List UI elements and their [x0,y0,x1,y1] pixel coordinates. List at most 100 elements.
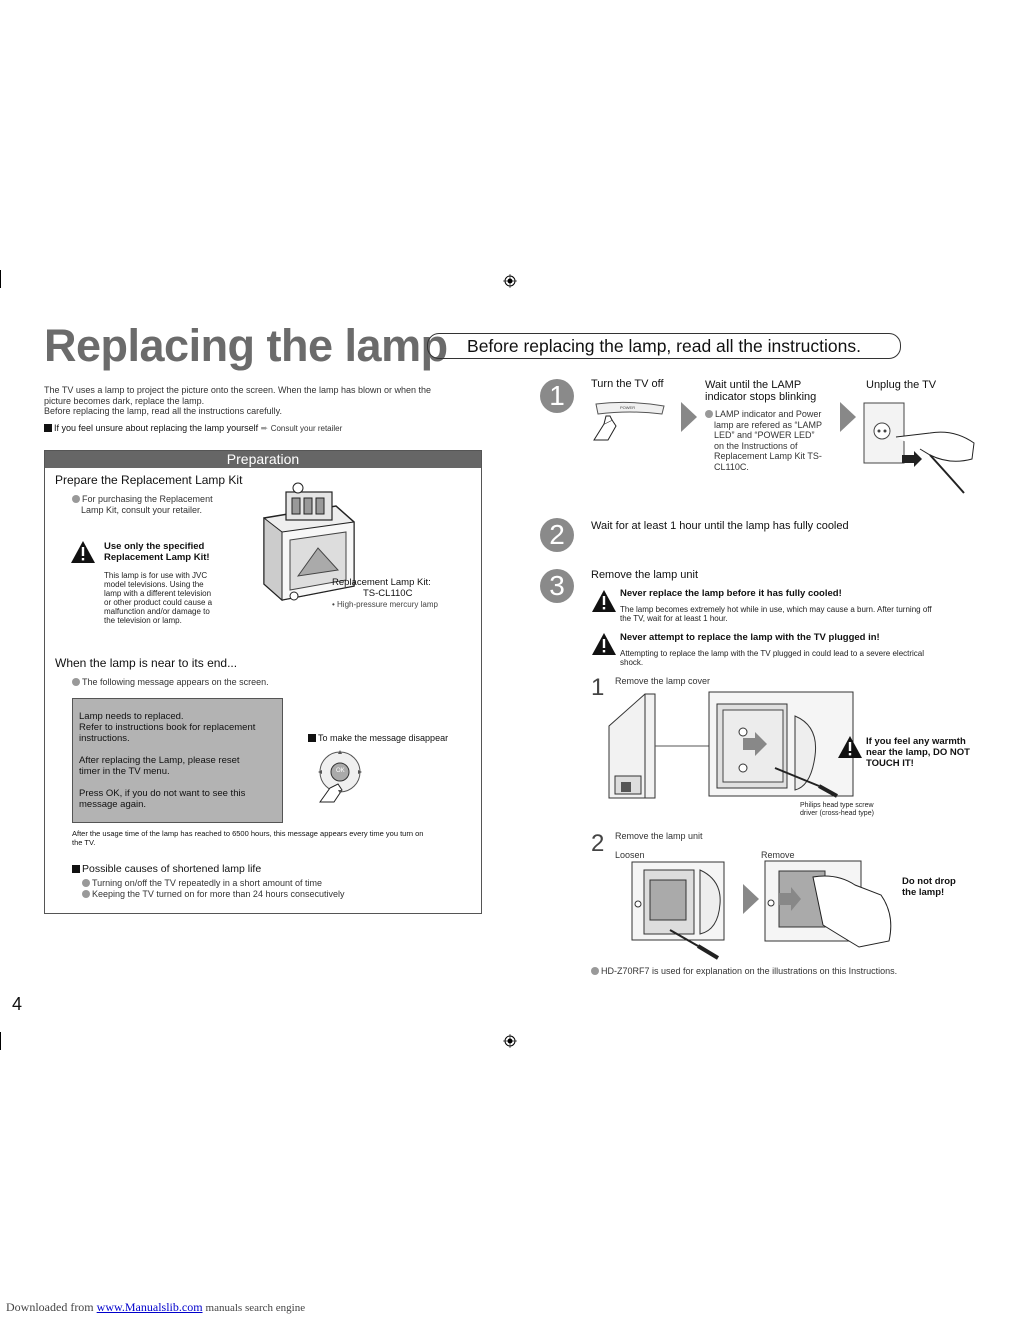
kit-warning-line: lamp with a different television [104,589,212,598]
crop-mark-left-top [0,270,1,288]
message-line-1: Lamp needs to replaced. [79,711,184,722]
step-1a-text: Turn the TV off [591,378,664,390]
list-item: Turning on/off the TV repeatedly in a sh… [82,878,345,889]
message-line-2: Refer to instructions book for replaceme… [79,722,256,733]
kit-warning-line: malfunction and/or damage to [104,607,210,616]
lamp-kit-illustration [246,478,358,613]
model-footnote-text: HD-Z70RF7 is used for explanation on the… [601,966,898,976]
footer-tail: manuals search engine [205,1302,306,1314]
loosen-illustration [630,860,726,965]
warning-1-line-2: the TV, wait for at least 1 hour. [620,614,728,623]
disappear-text: To make the message disappear [318,733,449,743]
substep-1-text: Remove the lamp cover [615,676,711,686]
model-footnote: HD-Z70RF7 is used for explanation on the… [591,966,897,977]
unsure-text: If you feel unsure about replacing the l… [54,423,259,433]
kit-note: For purchasing the Replacement Lamp Kit,… [72,494,213,515]
arrow-icon: ➨ [260,423,269,433]
causes-list: Turning on/off the TV repeatedly in a sh… [82,878,345,899]
step-2-badge: 2 [540,518,574,552]
preparation-box: Preparation [44,450,482,914]
intro-line-2: picture becomes dark, replace the lamp. [44,395,205,406]
message-line-5: timer in the TV menu. [79,766,170,777]
step-arrow-1 [681,402,697,437]
registration-mark-top [503,274,517,293]
usage-note-1: After the usage time of the lamp has rea… [72,829,424,838]
substep-2-text: Remove the lamp unit [615,831,703,841]
intro-line-3: Before replacing the lamp, read all the … [44,406,282,416]
power-button-illustration [590,398,670,453]
step-1-badge: 1 [540,379,574,413]
kit-note-1: For purchasing the Replacement [82,494,213,504]
warmth-line-2: near the lamp, DO NOT [866,747,970,758]
note-line: LED” and “POWER LED” [714,430,815,440]
screwdriver-line-2: driver (cross-head type) [800,810,874,817]
note-line: on the Instructions of [714,440,798,451]
screwdriver-line-1: Philips head type screw [800,802,874,809]
warmth-line-1: If you feel any warmth [866,736,966,747]
message-line-3: instructions. [79,733,130,744]
cause-text: Turning on/off the TV repeatedly in a sh… [92,878,322,888]
warning-icon [591,589,617,613]
kit-warning-line: or other product could cause a [104,598,213,607]
consult-text: Consult your retailer [270,424,343,433]
disappear-label: To make the message disappear [308,733,448,744]
near-end-note: The following message appears on the scr… [72,677,269,688]
page-number: 4 [12,994,23,1014]
dot-bullet [591,967,599,975]
kit-heading: Prepare the Replacement Lamp Kit [55,473,243,487]
step-1b-line-1: Wait until the LAMP [705,379,802,391]
causes-heading: Possible causes of shortened lamp life [72,863,261,875]
message-line-7: message again. [79,799,147,810]
substep-2-number: 2 [591,830,605,857]
intro-line-1: The TV uses a lamp to project the pictur… [44,385,432,395]
footer-downloaded: Downloaded from [6,1300,94,1314]
usage-note: After the usage time of the lamp has rea… [72,829,477,847]
message-line-6: Press OK, if you do not want to see this [79,788,246,799]
note-line: CL110C. [714,461,749,472]
step-1b-note: LAMP indicator and Power lamp are refere… [705,409,822,472]
lamp-cover-illustration [605,686,855,813]
footer: Downloaded from www.Manualslib.com manua… [6,1300,305,1315]
kit-warning-body: This lamp is for use with JVC model tele… [104,571,212,625]
kit-bullet: • High-pressure mercury lamp [332,600,438,609]
step-3-text: Remove the lamp unit [591,569,698,581]
kit-warning-title-2: Replacement Lamp Kit! [104,552,210,563]
usage-note-2: the TV. [72,838,96,847]
warning-1-line-1: The lamp becomes extremely hot while in … [620,605,932,614]
title-banner: Before replacing the lamp, read all the … [427,333,901,359]
warning-icon [837,735,863,759]
power-label: POWER [620,405,636,410]
remove-illustration [763,855,897,956]
list-item: Keeping the TV turned on for more than 2… [82,889,345,900]
preparation-header-text: Preparation [226,451,300,467]
drop-warning: Do not drop the lamp! [902,876,956,898]
causes-heading-text: Possible causes of shortened lamp life [82,863,262,875]
substep-1-number: 1 [591,674,605,701]
message-line-4: After replacing the Lamp, please reset [79,755,240,766]
step-1b-line-2: indicator stops blinking [705,391,817,403]
warmth-warning: If you feel any warmth near the lamp, DO… [866,736,970,769]
dot-bullet [72,495,80,503]
dot-bullet [705,410,713,418]
warning-2-line-2: shock. [620,658,644,667]
note-line: lamp are refered as “LAMP [714,419,823,430]
step-2-text: Wait for at least 1 hour until the lamp … [591,520,849,532]
square-bullet [72,865,80,873]
cause-text: Keeping the TV turned on for more than 2… [92,888,345,899]
unplug-illustration [860,397,980,502]
step-1b-text: Wait until the LAMP indicator stops blin… [705,379,816,403]
screwdriver-label: Philips head type screw driver (cross-he… [800,802,874,818]
square-bullet [44,424,52,432]
kit-warning-title-1: Use only the specified [104,541,205,552]
warning-2-title: Never attempt to replace the lamp with t… [620,632,880,643]
drop-line-2: the lamp! [902,887,945,898]
title-banner-text: Before replacing the lamp, read all the … [467,336,861,356]
kit-note-2: Lamp Kit, consult your retailer. [81,504,203,515]
registration-mark-bottom [503,1034,517,1053]
remove-label: Remove [761,850,795,860]
near-end-heading: When the lamp is near to its end... [55,656,238,670]
warning-2-line-1: Attempting to replace the lamp with the … [620,649,925,658]
manualslib-link[interactable]: www.Manualslib.com [96,1300,203,1314]
intro-text: The TV uses a lamp to project the pictur… [44,385,474,417]
remote-ok-illustration [312,748,368,809]
